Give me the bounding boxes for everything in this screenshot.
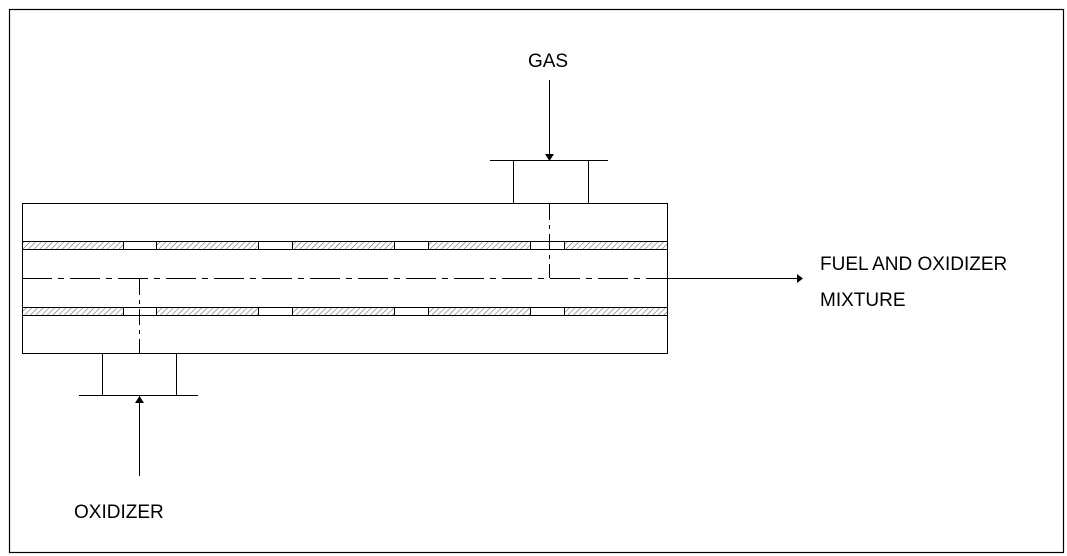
outlet-label-line1: FUEL AND OXIDIZER: [820, 254, 1007, 275]
oxidizer-label: OXIDIZER: [74, 502, 164, 523]
outlet-arrow: [667, 274, 803, 283]
gas-label: GAS: [528, 51, 568, 72]
oxidizer-inlet-nozzle: [79, 279, 198, 476]
lower-perforated-wall: [23, 307, 667, 316]
upper-perforated-wall: [23, 241, 667, 250]
gas-inlet-nozzle: [490, 80, 608, 278]
outlet-label-line2: MIXTURE: [820, 290, 906, 311]
outer-border: [8, 8, 1065, 554]
